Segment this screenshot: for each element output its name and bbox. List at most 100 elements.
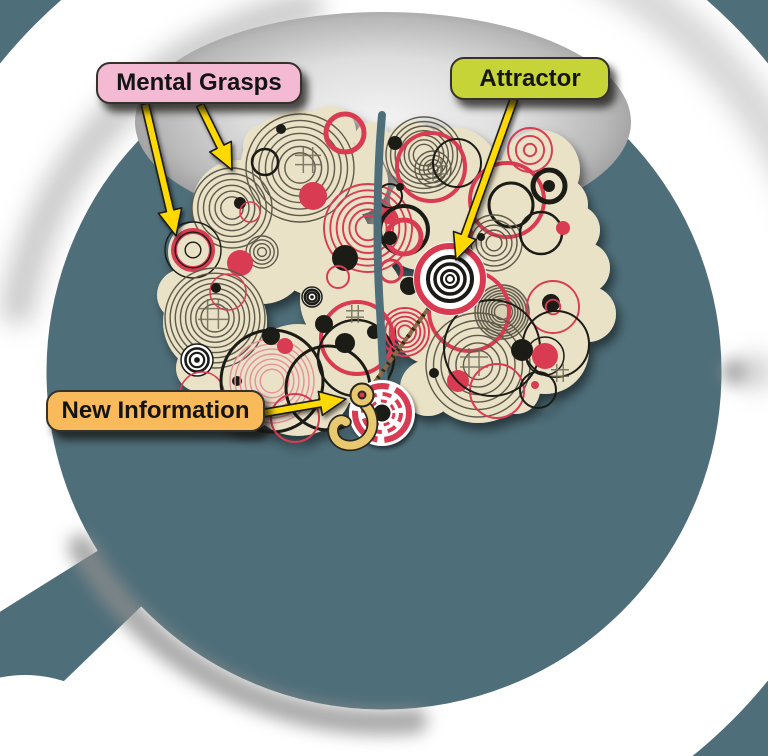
ring-set-circle — [348, 208, 388, 248]
corner-white-blob — [0, 675, 142, 756]
outline-ring — [250, 147, 280, 177]
brain-blob-dark — [474, 284, 530, 340]
ring-set-circle — [249, 239, 275, 265]
mental-grasps-arrow-2 — [195, 102, 233, 171]
ring-set-circle — [258, 126, 342, 210]
outline-ring — [270, 393, 320, 443]
hash-grid-glyph — [551, 364, 569, 382]
ring-set-circle — [526, 280, 580, 334]
ring-set-circle — [208, 184, 256, 232]
dot — [532, 343, 558, 369]
dot — [396, 183, 404, 191]
ring-set-circle — [214, 190, 250, 226]
dot — [234, 197, 246, 209]
dot — [388, 136, 402, 150]
ring-set-circle — [174, 231, 212, 269]
ring-set-circle — [418, 154, 448, 184]
dot — [542, 294, 560, 312]
label-new-information-text: New Information — [61, 397, 250, 424]
ring-set-circle — [507, 127, 553, 173]
mental-grasps-arrow-1 — [140, 102, 183, 237]
dot — [381, 208, 397, 224]
ring-set-circle — [440, 327, 516, 403]
dot — [429, 368, 439, 378]
outline-ring — [171, 228, 215, 272]
ring-set-circle — [342, 202, 394, 254]
ring-set-circle — [197, 173, 267, 243]
dot — [227, 250, 253, 276]
dot — [531, 381, 539, 389]
hash-grid-glyph — [198, 299, 228, 329]
ring-set-circle — [277, 145, 323, 191]
ring-set-circle — [164, 221, 222, 279]
ring-set-circle — [184, 241, 202, 259]
brain-circles-group — [157, 106, 616, 443]
ring-set-circle — [522, 142, 538, 158]
dot — [211, 283, 221, 293]
outline-ring — [209, 273, 247, 311]
brain-blob — [550, 205, 600, 255]
outline-ring — [239, 201, 261, 223]
brain-blob — [322, 149, 388, 215]
label-new-information: New Information — [46, 390, 265, 432]
outline-ring — [432, 138, 482, 188]
ring-set-circle — [335, 195, 401, 261]
ring-set-circle — [202, 178, 262, 238]
ring-set-circle — [389, 120, 459, 190]
brain-blob — [296, 316, 384, 404]
ring-set-circle — [195, 298, 235, 338]
ring-set-circle — [485, 234, 503, 252]
dot — [315, 315, 333, 333]
ring-set-circle — [249, 358, 295, 404]
dot — [511, 339, 533, 361]
label-mental-grasps: Mental Grasps — [96, 62, 302, 104]
dot — [543, 180, 555, 192]
outline-ring — [323, 111, 367, 155]
label-mental-grasps-text: Mental Grasps — [116, 69, 282, 96]
hash-grid-glyph — [346, 305, 364, 323]
ring-set-circle — [252, 242, 272, 262]
ring-set-circle — [323, 183, 413, 273]
ring-set-circle — [384, 311, 426, 353]
ring-set-circle — [488, 298, 516, 326]
ring-set-circle — [169, 272, 261, 364]
label-attractor-text: Attractor — [479, 64, 581, 92]
dot — [277, 338, 293, 354]
ring-set-circle — [475, 224, 513, 262]
dot — [299, 182, 327, 210]
dot — [556, 221, 570, 235]
dot — [335, 333, 355, 353]
dot — [477, 233, 485, 241]
attractor-bullseye — [413, 242, 487, 316]
outline-ring — [530, 167, 568, 205]
ring-set-circle — [245, 113, 355, 223]
attractor-arrow — [452, 96, 519, 261]
dot — [332, 245, 358, 271]
ring-set-circle — [414, 150, 452, 188]
ring-shadow-arc — [21, 9, 747, 735]
dot — [262, 327, 280, 345]
ring-set-circle — [474, 284, 530, 340]
new-information-arrow — [262, 390, 347, 418]
ring-set-circle — [254, 363, 290, 399]
outline-ring — [326, 265, 350, 289]
outline-ring — [395, 131, 467, 203]
ring-set-circle — [514, 134, 546, 166]
ring-set-circle — [190, 293, 240, 343]
ring-set-circle — [544, 298, 562, 316]
label-attractor: Attractor — [450, 57, 610, 100]
hook-icon — [327, 382, 379, 452]
outline-ring — [319, 300, 395, 376]
ring-set-circle — [388, 315, 422, 349]
ring-set-circle — [256, 246, 268, 258]
outline-ring — [519, 371, 557, 409]
ring-set-circle — [164, 267, 266, 369]
ring-set-circle — [284, 152, 316, 184]
ring-set-circle — [480, 229, 508, 257]
ring-set-circle — [174, 277, 256, 359]
ring-set-circle — [329, 189, 407, 267]
dot — [383, 231, 397, 245]
